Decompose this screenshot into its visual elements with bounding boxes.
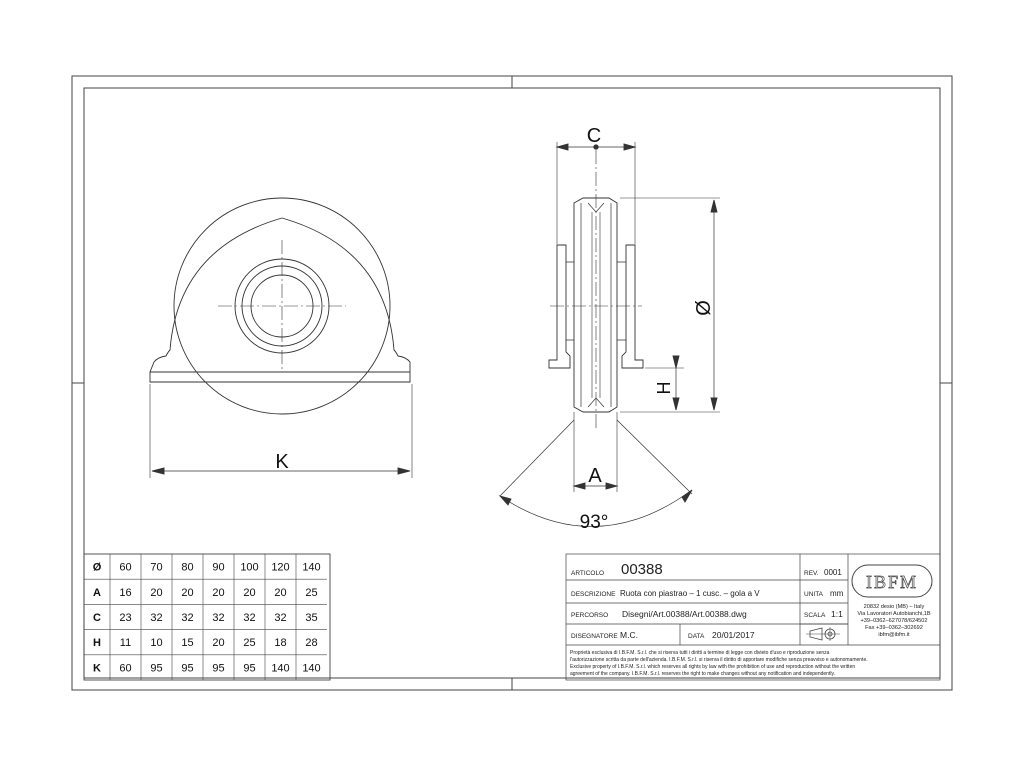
table-cell: 32 bbox=[181, 612, 193, 624]
center-ticks bbox=[72, 76, 952, 690]
a-label: A bbox=[588, 465, 602, 487]
address-line2: Via Lavoratori Autobianchi,1B bbox=[857, 611, 931, 617]
legal-line-4: agreement of the company. I.B.F.M. S.r.l… bbox=[570, 671, 835, 677]
angle-arc bbox=[499, 489, 693, 527]
table-cell: 80 bbox=[181, 562, 193, 574]
table-cell: 23 bbox=[119, 612, 131, 624]
table-cell: 100 bbox=[240, 562, 258, 574]
table-cell: 95 bbox=[243, 662, 255, 674]
h-label: H bbox=[654, 382, 674, 395]
address-line1: 20832 desio (MB) – Italy bbox=[864, 604, 925, 610]
right-plate bbox=[621, 244, 644, 369]
path-value: Disegni/Art.00388/Art.00388.dwg bbox=[622, 609, 747, 619]
table-cell: 20 bbox=[212, 637, 224, 649]
scale-label: SCALA bbox=[804, 612, 826, 619]
table-row-header: H bbox=[93, 637, 101, 649]
table-cell: 120 bbox=[271, 562, 289, 574]
projection-symbol-icon bbox=[806, 627, 840, 641]
table-cell: 20 bbox=[274, 587, 286, 599]
drawer-value: M.C. bbox=[620, 630, 638, 640]
table-cell: 10 bbox=[150, 637, 162, 649]
bracket-outline bbox=[149, 217, 411, 383]
table-cell: 32 bbox=[212, 612, 224, 624]
legal-line-2: l'autorizzazione scritta da parte dell'a… bbox=[570, 657, 868, 663]
title-block bbox=[565, 553, 941, 681]
scale-value: 1:1 bbox=[831, 609, 843, 619]
drawer-label: DISEGNATORE bbox=[571, 633, 618, 640]
table-cell: 16 bbox=[119, 587, 131, 599]
legal-line-3: Exclusive property of I.B.F.M. S.r.l. wh… bbox=[570, 664, 855, 670]
table-cell: 90 bbox=[212, 562, 224, 574]
article-value: 00388 bbox=[621, 561, 663, 578]
c-label: C bbox=[587, 125, 601, 147]
ibfm-logo-text: IBFM bbox=[866, 572, 918, 592]
table-cell: 20 bbox=[150, 587, 162, 599]
table-cell: 32 bbox=[243, 612, 255, 624]
table-cell: 140 bbox=[271, 662, 289, 674]
table-cell: 15 bbox=[181, 637, 193, 649]
table-row-header: C bbox=[93, 612, 101, 624]
table-cell: 11 bbox=[120, 637, 131, 649]
table-row-header: K bbox=[93, 662, 101, 674]
wheel-outline bbox=[173, 197, 391, 415]
table-row-header: Ø bbox=[93, 562, 102, 574]
table-cell: 140 bbox=[302, 562, 320, 574]
legal-line-1: Proprietà esclusiva di I.B.F.M. S.r.l. c… bbox=[570, 650, 830, 656]
unit-value: mm bbox=[830, 589, 844, 598]
description-value: Ruota con piastrao – 1 cusc. – gola a V bbox=[620, 589, 760, 598]
table-cell: 140 bbox=[302, 662, 320, 674]
angle-label: 93° bbox=[580, 512, 609, 533]
fax: Fax +39–0362–302692 bbox=[865, 625, 923, 631]
email: ibfm@ibfm.it bbox=[878, 632, 910, 638]
ibfm-logo-frame bbox=[851, 564, 933, 598]
table-cell: 18 bbox=[274, 637, 286, 649]
table-cell: 95 bbox=[150, 662, 162, 674]
rev-label: REV. bbox=[804, 570, 819, 577]
table-cell: 25 bbox=[305, 587, 317, 599]
table-cell: 70 bbox=[150, 562, 162, 574]
rev-value: 0001 bbox=[824, 568, 842, 577]
phone: +39–0362–627078/624502 bbox=[860, 618, 927, 624]
table-cell: 20 bbox=[181, 587, 193, 599]
table-cell: 20 bbox=[243, 587, 255, 599]
table-cell: 60 bbox=[119, 662, 131, 674]
k-label: K bbox=[275, 451, 289, 473]
table-cell: 95 bbox=[212, 662, 224, 674]
side-view bbox=[498, 142, 720, 527]
table-cell: 60 bbox=[119, 562, 131, 574]
article-label: ARTICOLO bbox=[571, 570, 604, 577]
front-view bbox=[149, 197, 413, 478]
table-cell: 35 bbox=[305, 612, 317, 624]
date-value: 20/01/2017 bbox=[712, 630, 755, 640]
table-cell: 32 bbox=[150, 612, 162, 624]
wheel-side-outline bbox=[573, 197, 618, 413]
table-row-header: A bbox=[93, 587, 101, 599]
description-label: DESCRIZIONE bbox=[571, 591, 616, 598]
table-cell: 20 bbox=[212, 587, 224, 599]
unit-label: UNITA bbox=[804, 591, 824, 598]
table-cell: 25 bbox=[243, 637, 255, 649]
table-cell: 32 bbox=[274, 612, 286, 624]
table-cell: 95 bbox=[181, 662, 193, 674]
path-label: PERCORSO bbox=[571, 612, 608, 619]
left-plate bbox=[548, 244, 571, 369]
date-label: DATA bbox=[688, 633, 705, 640]
diameter-label: Ø bbox=[693, 300, 715, 316]
table-cell: 28 bbox=[305, 637, 317, 649]
